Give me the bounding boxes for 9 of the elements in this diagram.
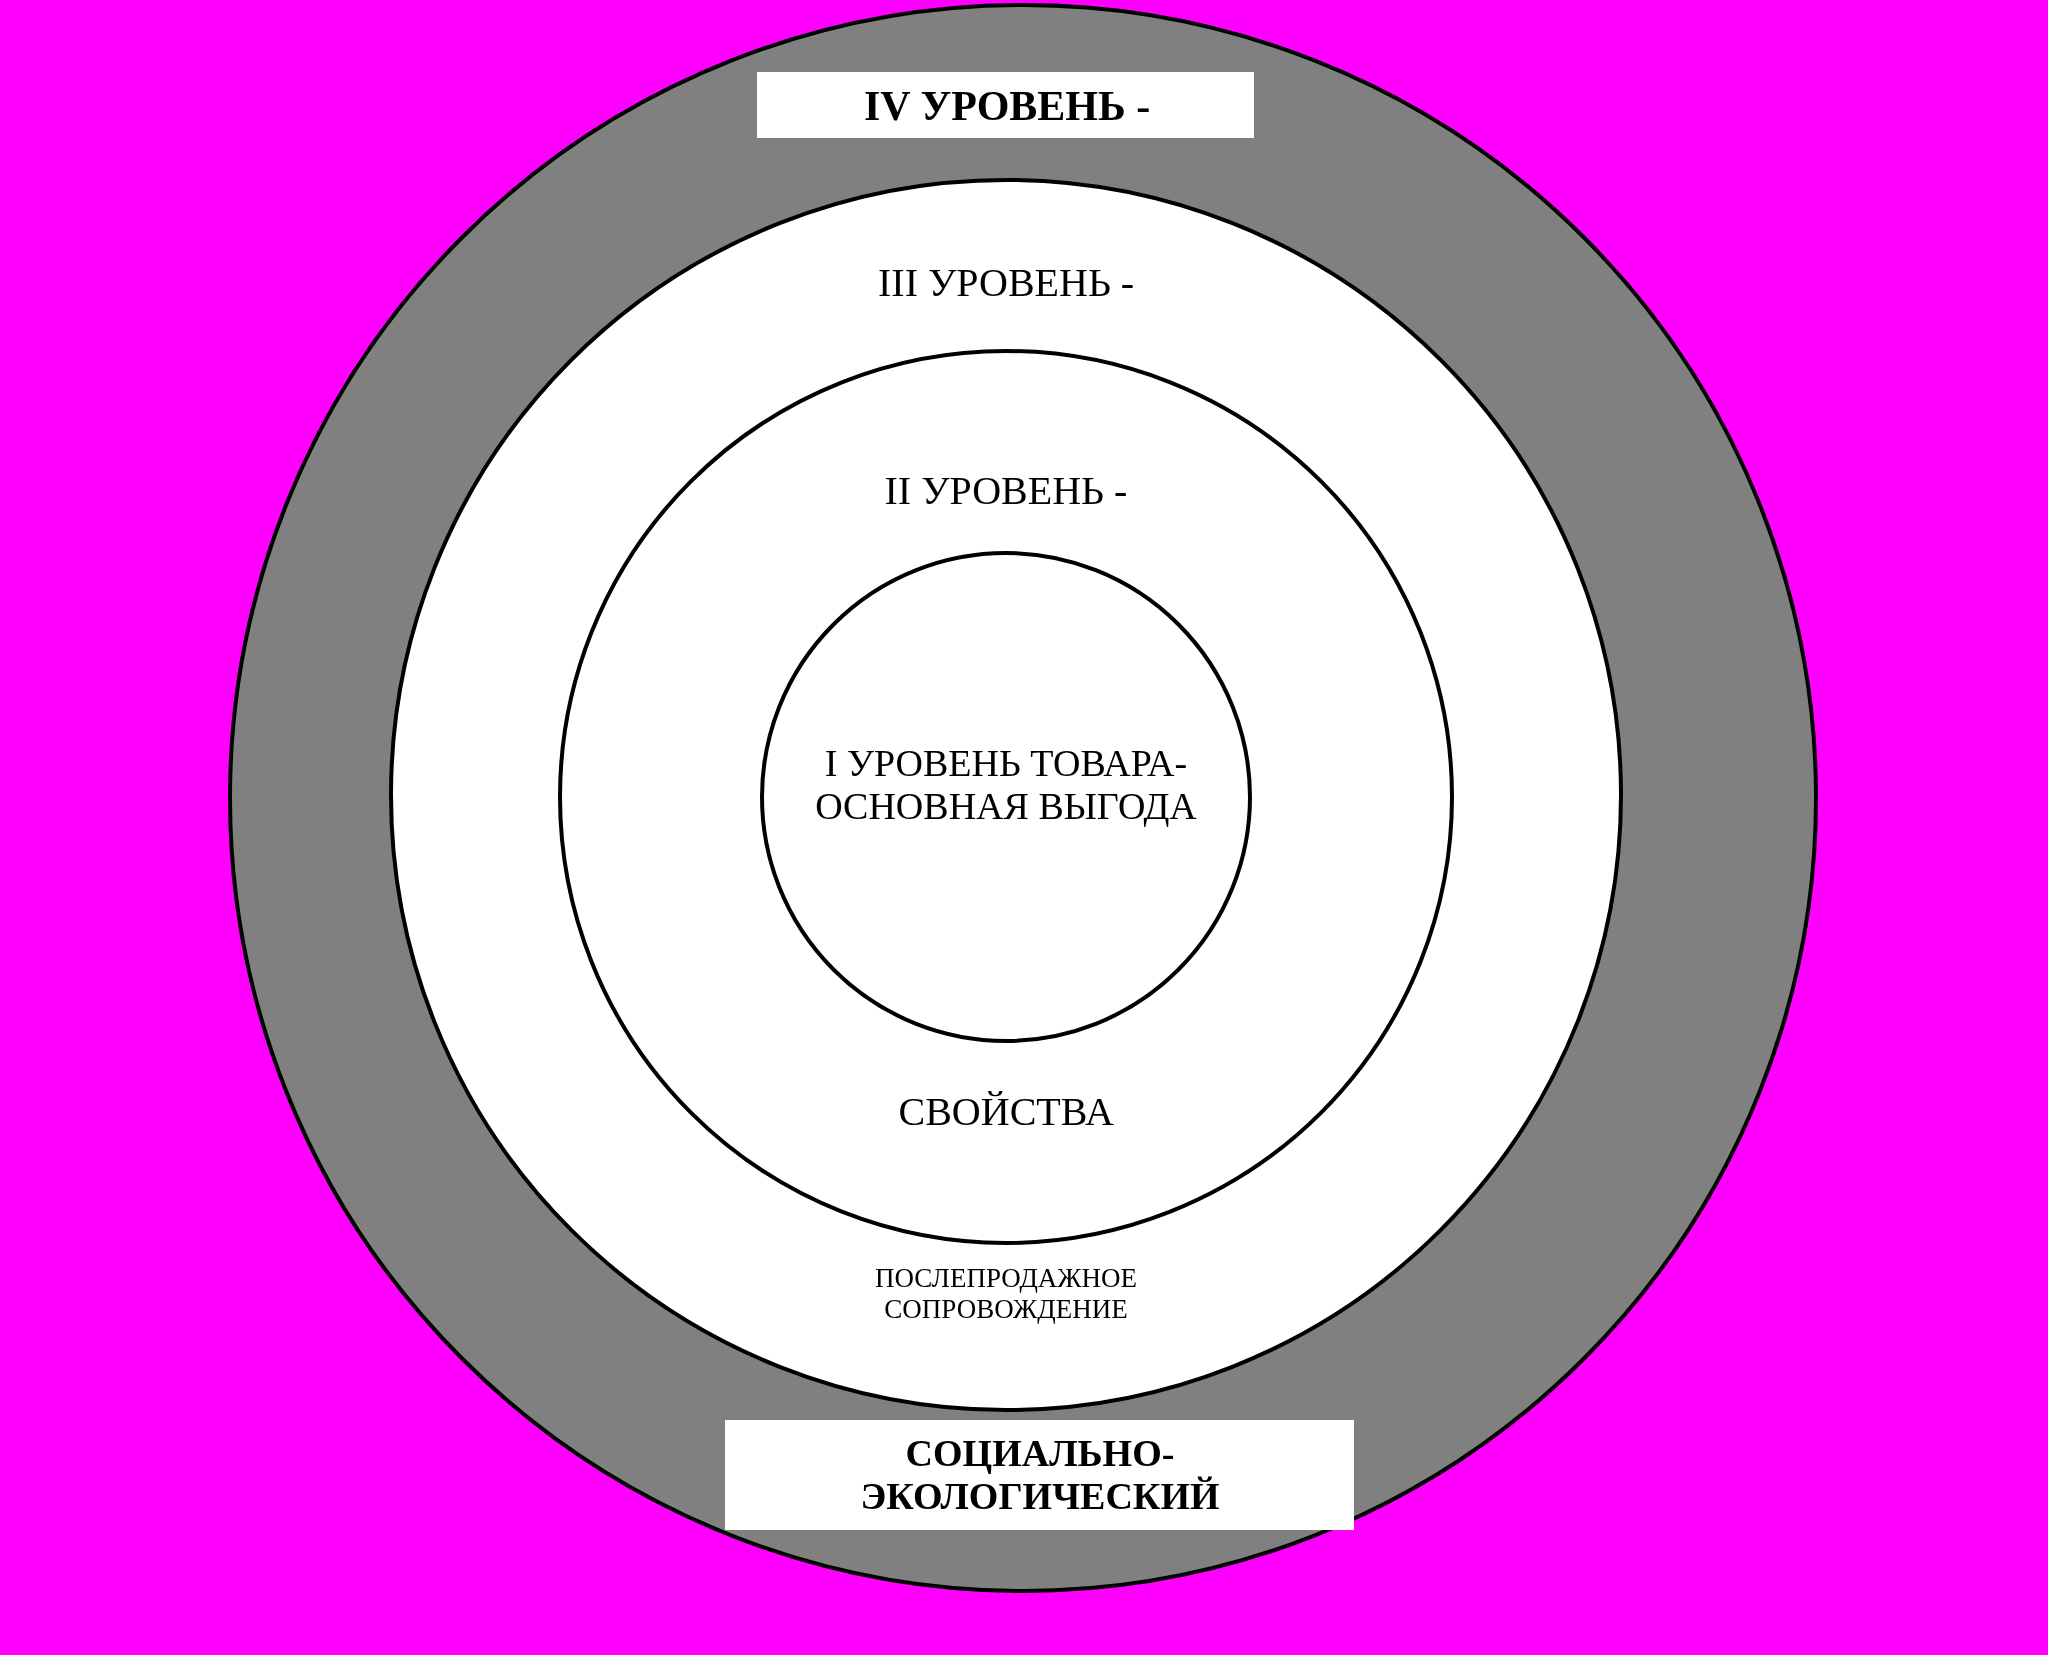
level-heading: СОЦИАЛЬНО- ЭКОЛОГИЧЕСКИЙ xyxy=(859,1431,1221,1519)
level-heading: II УРОВЕНЬ - xyxy=(884,468,1128,514)
level-heading: I УРОВЕНЬ ТОВАРА- ОСНОВНАЯ ВЫГОДА xyxy=(814,741,1198,829)
label-banner xyxy=(725,1420,1354,1530)
level-description: СВОЙСТВА xyxy=(898,1089,1114,1135)
level-heading: IV УРОВЕНЬ - xyxy=(864,82,1151,131)
level-heading: III УРОВЕНЬ - xyxy=(878,260,1135,306)
label-banner xyxy=(757,72,1254,138)
level-description: ПОСЛЕПРОДАЖНОЕ СОПРОВОЖДЕНИЕ xyxy=(873,1263,1139,1326)
